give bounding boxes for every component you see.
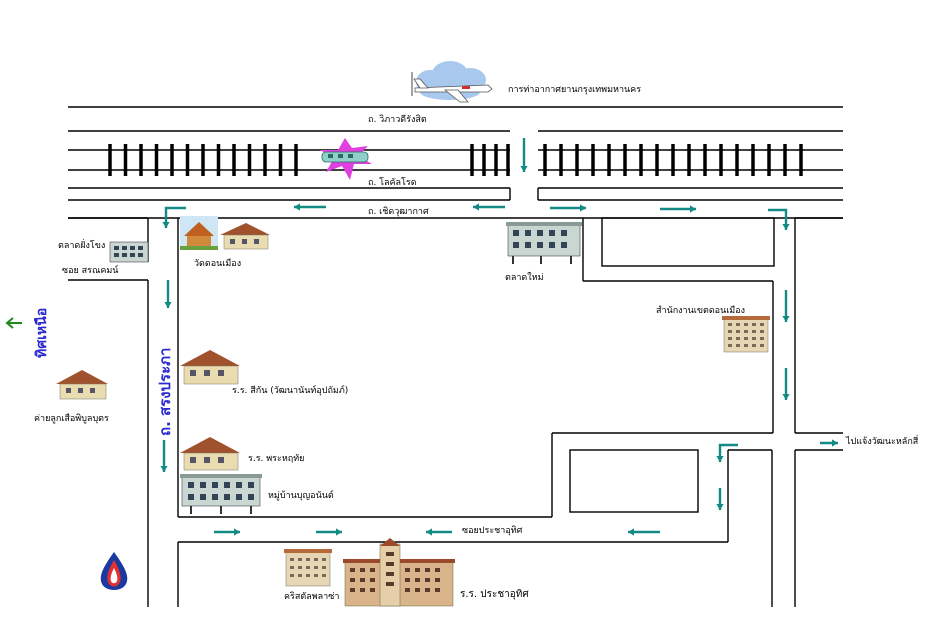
vibhavadi-road-label: ถ. วิภาวดีรังสิต — [368, 114, 427, 125]
market-new-building-icon — [506, 222, 582, 264]
christ-church-building-icon — [284, 549, 332, 587]
direction-arrow — [782, 368, 790, 400]
to-lak-si-label: ไปแจ้งวัฒนะหลักสี่ — [845, 434, 919, 447]
direction-arrow — [294, 203, 326, 211]
north-direction-label: ทิศเหนือ — [34, 308, 50, 358]
airplane-cloud-icon — [411, 61, 493, 103]
local-road-label: ถ. โลคัลโรด — [368, 177, 417, 188]
direction-arrow — [550, 204, 586, 212]
direction-arrow — [214, 528, 240, 536]
camp-house-icon — [56, 370, 108, 400]
direction-arrow — [164, 280, 172, 308]
camp-phibun-label: ค่ายลูกเสือพิบูลบุตร — [34, 413, 109, 424]
route-arrows — [160, 138, 838, 536]
village-boonnon-label: หมู่บ้านบุญอนันต์ — [268, 489, 334, 501]
direction-arrow — [162, 206, 186, 228]
songprapha-road-label: ถ. สรงประภา — [156, 348, 174, 436]
christ-church-label: คริสตัลพลาซ่า — [284, 591, 339, 602]
airport-label: การท่าอากาศยานกรุงเทพมหานคร — [508, 85, 641, 95]
village-building-icon — [180, 474, 262, 514]
direction-arrow — [716, 488, 724, 510]
wat-don-mueang-label: วัดดอนเมือง — [194, 258, 241, 269]
direction-arrow — [520, 138, 528, 172]
district-office-label: สำนักงานเขตดอนเมือง — [656, 305, 745, 316]
flame-emblem-icon — [100, 552, 128, 590]
school-phrahruthai-house-icon — [180, 437, 240, 471]
direction-arrow — [473, 203, 505, 211]
direction-arrow — [628, 528, 660, 536]
direction-arrow — [716, 443, 738, 462]
temple-icon — [180, 216, 218, 250]
direction-arrow — [660, 205, 696, 213]
office-building-icon — [722, 316, 770, 353]
railway — [68, 144, 843, 176]
school-sikan-label: ร.ร. สีกัน (วัฒนานันท์อุปถัมภ์) — [232, 384, 348, 396]
direction-arrow — [820, 439, 838, 447]
north-arrow-icon — [5, 317, 22, 329]
school-sikan-house-icon — [180, 350, 240, 385]
talad-fang-khlong-label: ตลาดฝั่งโขง — [58, 238, 105, 251]
talad-mai-label: ตลาดใหม่ — [505, 272, 544, 283]
direction-arrow — [426, 528, 452, 536]
soi-sornram-label: ซอย สรณคมน์ — [62, 264, 119, 276]
market-building-icon — [109, 241, 149, 263]
direction-arrow — [782, 290, 790, 322]
school-phrahruthai-label: ร.ร. พระหฤทัย — [248, 454, 304, 464]
direction-arrow — [316, 528, 342, 536]
direction-arrow — [768, 208, 790, 230]
choet-road-label: ถ. เชิดวุฒากาศ — [368, 206, 429, 217]
school-pracha-uthit-label: ร.ร. ประชาอุทิศ — [460, 589, 529, 600]
direction-arrow — [160, 440, 168, 472]
house-icon — [220, 223, 270, 250]
soi-pracha-uthit-label: ซอยประชาอุทิศ — [462, 525, 523, 536]
train-star-icon — [320, 138, 372, 180]
school-pracha-uthit-building-icon — [343, 538, 455, 607]
